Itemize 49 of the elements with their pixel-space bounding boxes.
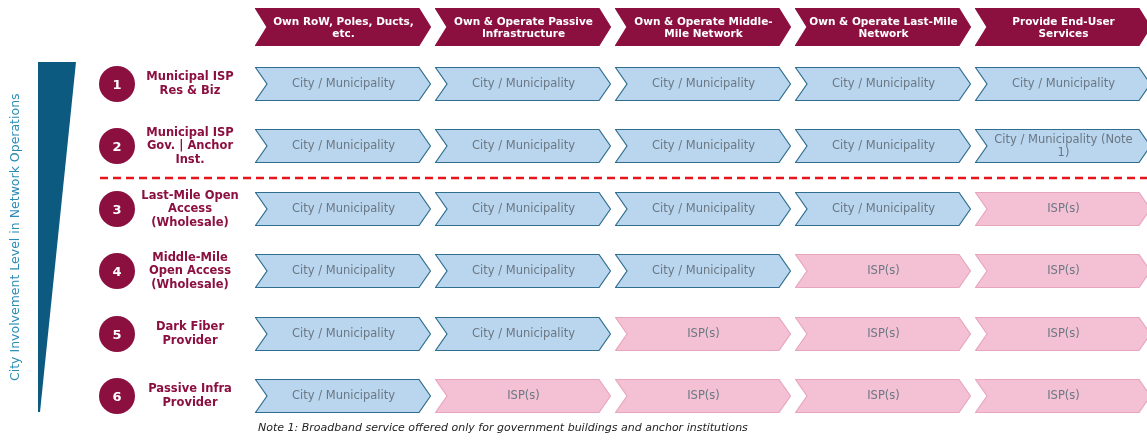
number-circle: 6: [99, 378, 135, 414]
role-tile: City / Municipality: [255, 192, 431, 226]
axis-title: City Involvement Level in Network Operations: [7, 92, 22, 383]
stage-header: Own & Operate Middle-Mile Network: [615, 8, 791, 46]
role-tile: ISP(s): [615, 379, 791, 413]
role-tile: City / Municipality: [255, 254, 431, 288]
row-label: Municipal ISP Res & Biz: [145, 70, 235, 98]
footnote: Note 1: Broadband service offered only for government buildings and anchor institutions: [258, 421, 748, 434]
role-tile: ISP(s): [615, 317, 791, 351]
role-tile: City / Municipality: [615, 129, 791, 163]
role-tile: City / Municipality: [615, 192, 791, 226]
role-tile: City / Municipality: [615, 254, 791, 288]
role-tile: City / Municipality: [795, 129, 971, 163]
row-label: Passive Infra Provider: [147, 382, 233, 410]
role-tile: City / Municipality: [255, 67, 431, 101]
stage-header: Own RoW, Poles, Ducts, etc.: [255, 8, 431, 46]
role-tile: City / Municipality: [435, 192, 611, 226]
role-tile: ISP(s): [975, 317, 1147, 351]
role-tile: City / Municipality: [255, 129, 431, 163]
row-label: Last-Mile Open Access (Wholesale): [140, 188, 240, 230]
role-tile: City / Municipality: [255, 379, 431, 413]
row-label: Municipal ISP Gov. | Anchor Inst.: [145, 125, 235, 167]
number-circle: 3: [99, 191, 135, 227]
role-tile: ISP(s): [795, 254, 971, 288]
role-tile: ISP(s): [975, 254, 1147, 288]
role-tile: ISP(s): [795, 379, 971, 413]
role-tile: City / Municipality: [975, 67, 1147, 101]
number-circle: 1: [99, 66, 135, 102]
role-tile: City / Municipality: [435, 67, 611, 101]
role-tile: ISP(s): [975, 192, 1147, 226]
row-label: Dark Fiber Provider: [154, 320, 226, 348]
role-tile: City / Municipality: [435, 129, 611, 163]
role-tile: City / Municipality: [435, 254, 611, 288]
number-circle: 4: [99, 253, 135, 289]
stage-header: Own & Operate Last-Mile Network: [795, 8, 971, 46]
role-tile: City / Municipality: [795, 192, 971, 226]
role-tile: City / Municipality (Note 1): [975, 129, 1147, 163]
role-tile: City / Municipality: [795, 67, 971, 101]
role-tile: ISP(s): [435, 379, 611, 413]
role-tile: City / Municipality: [255, 317, 431, 351]
role-tile: ISP(s): [975, 379, 1147, 413]
number-circle: 5: [99, 316, 135, 352]
row-label: Middle-Mile Open Access (Wholesale): [148, 250, 232, 292]
stage-header: Own & Operate Passive Infrastructure: [435, 8, 611, 46]
role-tile: City / Municipality: [435, 317, 611, 351]
stage-header: Provide End-User Services: [975, 8, 1147, 46]
number-circle: 2: [99, 128, 135, 164]
role-tile: City / Municipality: [615, 67, 791, 101]
role-tile: ISP(s): [795, 317, 971, 351]
